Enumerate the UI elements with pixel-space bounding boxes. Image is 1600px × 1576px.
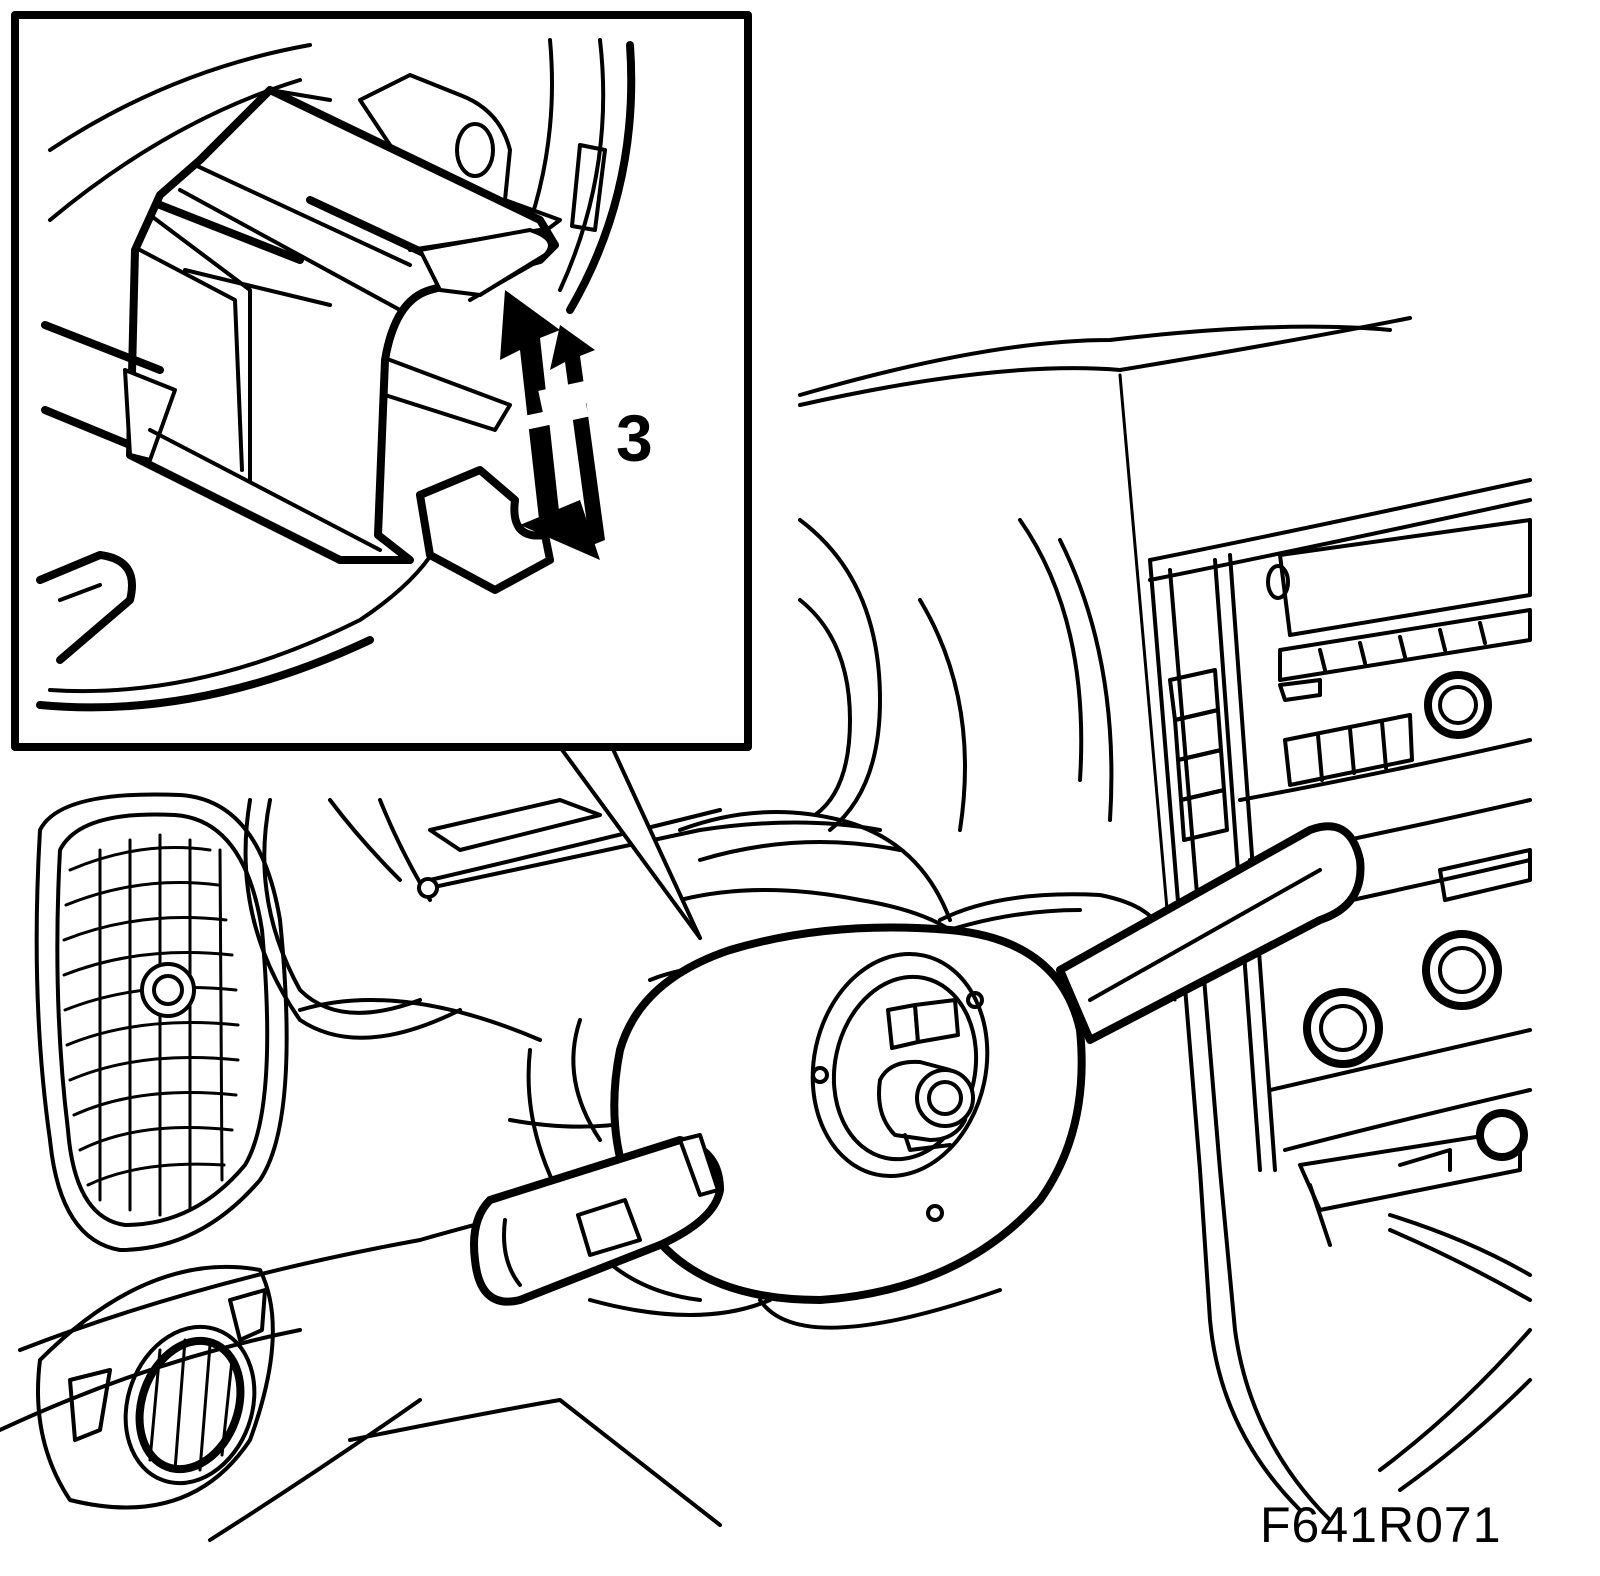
left-air-vent — [34, 792, 289, 1252]
wiper-stalk-lever — [1056, 822, 1365, 1044]
radio-indicator-icon — [1266, 564, 1290, 600]
steering-column-shroud — [648, 810, 1162, 982]
callout-pointer — [558, 745, 702, 940]
detail-inset — [11, 11, 752, 751]
radio-volume-knob-icon — [1424, 671, 1492, 739]
combination-switch-housing[interactable] — [610, 923, 1086, 1304]
push-up-arrow-icon — [500, 290, 560, 528]
indicator-stalk-lever — [470, 1133, 724, 1306]
lower-left-round-vent — [36, 1264, 275, 1510]
climate-knob-right-icon — [1422, 930, 1502, 1010]
center-console — [1148, 478, 1532, 1522]
dashboard-top-edge — [798, 316, 1412, 1002]
instrument-cluster — [243, 518, 1114, 1040]
upward-push-arrows — [500, 290, 605, 560]
callout-number-label: 3 — [616, 401, 653, 475]
seat-heat-knob-icon — [1476, 1109, 1528, 1161]
steering-shaft-boss-icon — [915, 1068, 975, 1128]
vent-adjuster-knob-icon — [140, 962, 196, 1018]
push-up-arrow-icon-2 — [550, 325, 605, 546]
clock-spring-ring — [810, 951, 990, 1179]
figure-code-label: F641R071 — [1260, 1497, 1502, 1553]
climate-knob-left-icon — [1303, 988, 1383, 1068]
indicator-lamp-icon — [417, 877, 439, 899]
dashboard-scene — [0, 316, 1532, 1542]
